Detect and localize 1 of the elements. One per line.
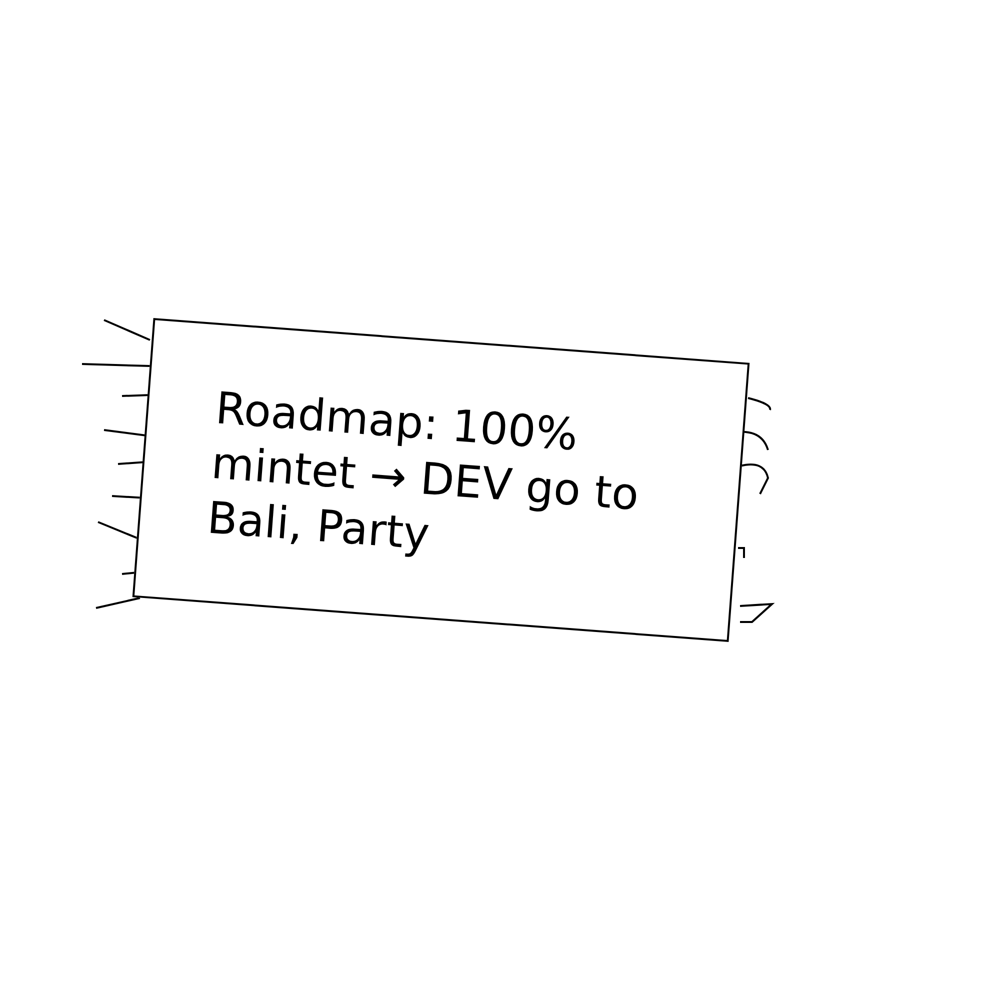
note-text: Roadmap: 100% mintet → DEV go to Bali, Party bbox=[205, 381, 642, 562]
